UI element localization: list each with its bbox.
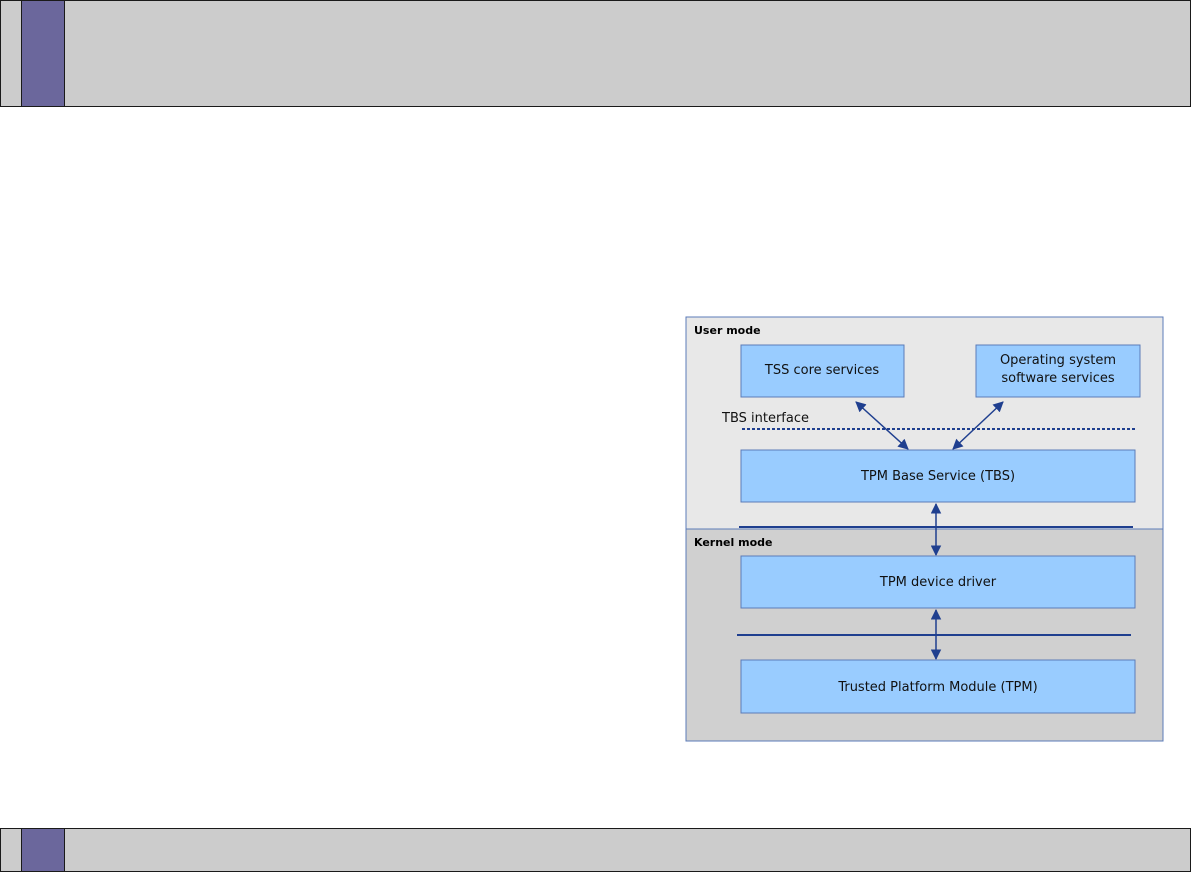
bottom-footer-bar	[0, 828, 1191, 872]
arrow-os-to-tbs	[952, 401, 1004, 450]
tbs-box	[740, 449, 1136, 503]
top-header-accent	[21, 1, 65, 106]
tpm-box	[740, 659, 1136, 714]
os-software-services-label-line2: software services	[1001, 371, 1115, 386]
tbs-box-label: TPM Base Service (TBS)	[860, 469, 1015, 484]
tss-core-services-label: TSS core services	[764, 363, 879, 378]
tpm-box-label: Trusted Platform Module (TPM)	[837, 680, 1037, 695]
bottom-footer-accent	[21, 829, 65, 871]
tpm-device-driver-label: TPM device driver	[879, 575, 997, 590]
tpm-device-driver-box	[740, 555, 1136, 609]
tbs-interface-label: TBS interface	[721, 411, 809, 426]
tss-core-services-box	[740, 344, 905, 398]
top-header-bar	[0, 0, 1191, 107]
os-software-services-box	[975, 344, 1141, 398]
kernel-mode-label: Kernel mode	[694, 536, 772, 549]
os-software-services-label-line1: Operating system	[1000, 353, 1116, 368]
arrow-tss-to-tbs	[855, 401, 909, 450]
user-mode-label: User mode	[694, 324, 761, 337]
